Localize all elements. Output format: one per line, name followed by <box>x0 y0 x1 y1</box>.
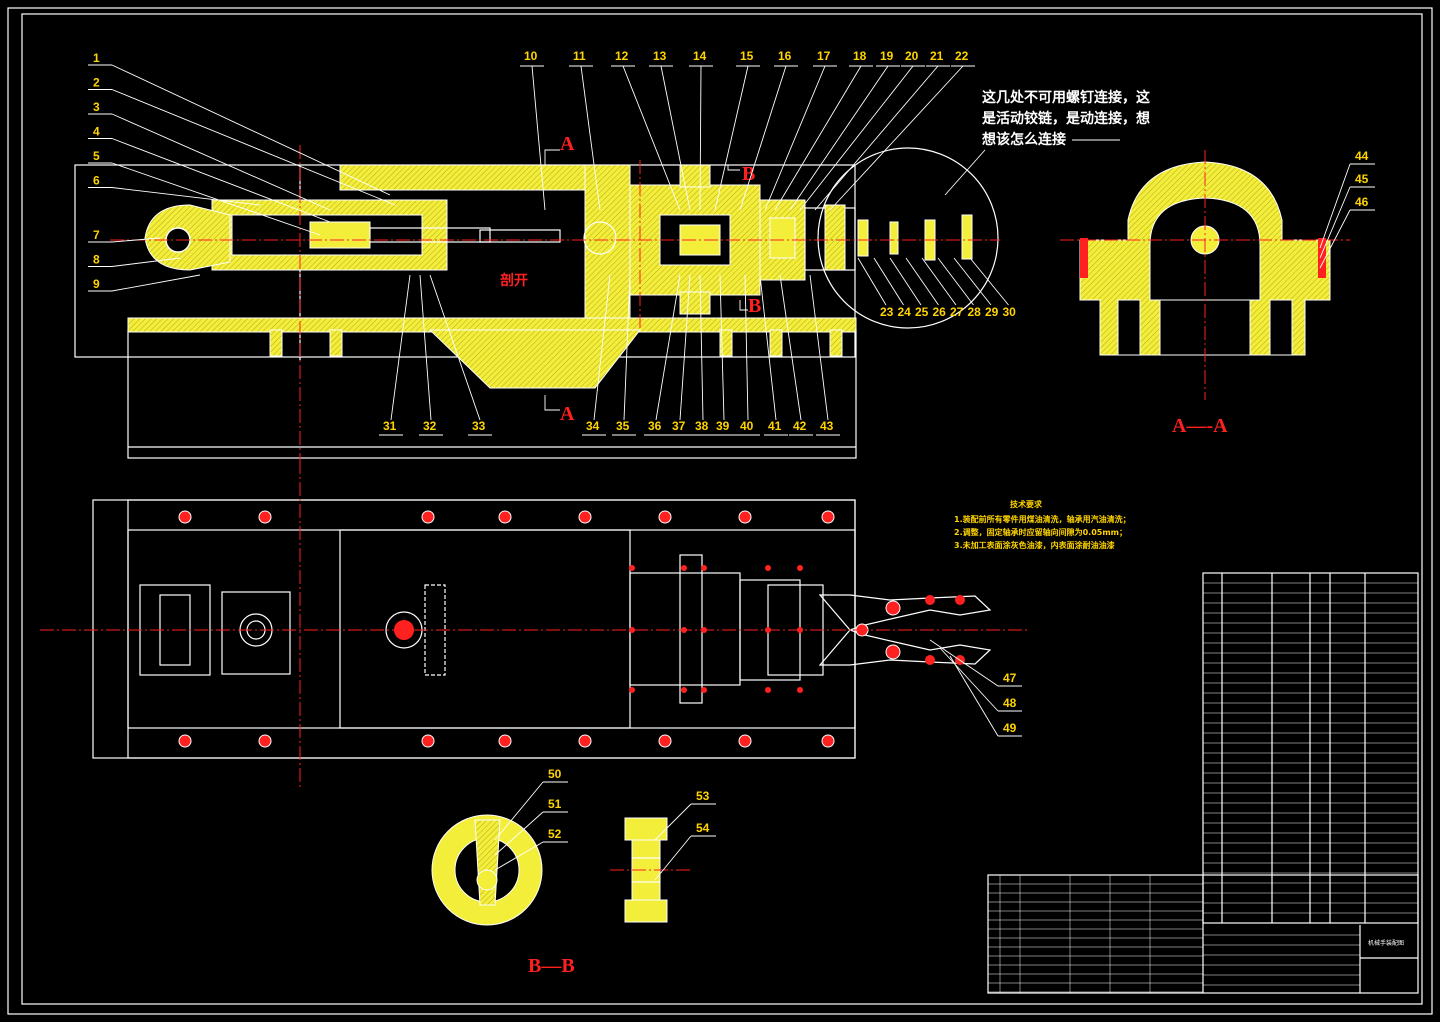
part-number-9: 9 <box>93 277 100 291</box>
tech-req-heading: 技术要求 <box>1010 499 1043 509</box>
part-number-45: 45 <box>1355 172 1369 186</box>
section-b-bottom: B <box>748 295 761 317</box>
part-number-48: 48 <box>1003 696 1017 710</box>
part-number-12: 12 <box>615 49 629 63</box>
part-number-42: 42 <box>793 419 807 433</box>
part-number-28: 28 <box>968 305 982 319</box>
part-number-13: 13 <box>653 49 667 63</box>
part-number-19: 19 <box>880 49 894 63</box>
part-number-36: 36 <box>648 419 662 433</box>
part-number-50: 50 <box>548 767 562 781</box>
part-number-41: 41 <box>768 419 782 433</box>
part-number-3: 3 <box>93 100 100 114</box>
drawing-name: 机械手装配图 <box>1368 939 1404 947</box>
part-number-5: 5 <box>93 149 100 163</box>
plan-view: 47 48 49 <box>40 460 1030 790</box>
inner-frame <box>21 13 1423 1005</box>
part-number-7: 7 <box>93 228 100 242</box>
section-aa-view: A—-A 44 45 46 <box>1060 149 1375 437</box>
section-b-top: B <box>742 163 755 185</box>
part-numbers-left: 1 2 3 4 5 6 7 8 9 <box>88 51 396 292</box>
outer-frame <box>7 7 1433 1015</box>
part-number-24: 24 <box>898 305 912 319</box>
design-note: 这几处不可用螺钉连接，这 是活动铰链，是动连接，想 想该怎么连接 <box>944 89 1150 196</box>
technical-requirements: 技术要求 1.装配前所有零件用煤油清洗，轴承用汽油清洗； 2.调整，固定轴承时应… <box>954 499 1131 550</box>
part-number-15: 15 <box>740 49 754 63</box>
aa-view-label: A—-A <box>1172 415 1228 437</box>
main-section-view <box>74 145 1000 470</box>
part-number-38: 38 <box>695 419 709 433</box>
part-number-39: 39 <box>716 419 730 433</box>
bb-view-label: B—B <box>528 955 575 977</box>
section-a-markers: A A B B 剖开 <box>500 133 761 425</box>
note-line-3: 想该怎么连接 <box>981 131 1066 148</box>
cut-label: 剖开 <box>500 272 528 289</box>
part-number-10: 10 <box>524 49 538 63</box>
part-number-25: 25 <box>915 305 929 319</box>
part-number-44: 44 <box>1355 149 1369 163</box>
tech-req-2: 2.调整，固定轴承时应留轴向间隙为0.05mm； <box>954 527 1127 538</box>
tech-req-3: 3.未加工表面涂灰色油漆，内表面涂耐油油漆 <box>954 540 1115 550</box>
part-number-47: 47 <box>1003 671 1017 685</box>
part-number-30: 30 <box>1003 305 1017 319</box>
part-number-14: 14 <box>693 49 707 63</box>
part-number-52: 52 <box>548 827 562 841</box>
part-number-21: 21 <box>930 49 944 63</box>
part-number-43: 43 <box>820 419 834 433</box>
section-a-bottom: A <box>560 403 575 425</box>
part-number-17: 17 <box>817 49 831 63</box>
title-block: 机械手装配图 <box>987 874 1419 994</box>
part-number-4: 4 <box>93 125 100 139</box>
part-number-20: 20 <box>905 49 919 63</box>
part-number-31: 31 <box>383 419 397 433</box>
part-number-46: 46 <box>1355 195 1369 209</box>
part-number-2: 2 <box>93 76 100 90</box>
part-numbers-top: 10 11 12 13 14 15 16 17 18 19 20 21 22 <box>520 49 975 211</box>
part-number-54: 54 <box>696 821 710 835</box>
part-number-26: 26 <box>933 305 947 319</box>
part-numbers-bottom: 31 32 33 34 35 36 37 38 39 40 41 42 43 <box>379 274 840 436</box>
part-number-22: 22 <box>955 49 969 63</box>
part-number-51: 51 <box>548 797 562 811</box>
part-number-16: 16 <box>778 49 792 63</box>
part-number-53: 53 <box>696 789 710 803</box>
note-line-1: 这几处不可用螺钉连接，这 <box>982 89 1150 106</box>
part-number-8: 8 <box>93 253 100 267</box>
part-number-1: 1 <box>93 51 100 65</box>
part-number-27: 27 <box>950 305 964 319</box>
part-number-32: 32 <box>423 419 437 433</box>
part-number-29: 29 <box>985 305 999 319</box>
part-number-35: 35 <box>616 419 630 433</box>
section-a-top: A <box>560 133 575 155</box>
roller-view: 53 54 <box>610 789 716 923</box>
part-number-40: 40 <box>740 419 754 433</box>
part-number-6: 6 <box>93 174 100 188</box>
section-bb-view: B—B 50 51 52 <box>431 767 575 977</box>
tech-req-1: 1.装配前所有零件用煤油清洗，轴承用汽油清洗； <box>954 514 1131 525</box>
part-number-34: 34 <box>586 419 600 433</box>
part-number-37: 37 <box>672 419 686 433</box>
part-number-18: 18 <box>853 49 867 63</box>
note-line-2: 是活动铰链，是动连接，想 <box>982 110 1150 127</box>
parts-list-table <box>1202 572 1419 924</box>
part-number-23: 23 <box>880 305 894 319</box>
part-number-33: 33 <box>472 419 486 433</box>
part-number-49: 49 <box>1003 721 1017 735</box>
part-number-11: 11 <box>573 49 586 63</box>
